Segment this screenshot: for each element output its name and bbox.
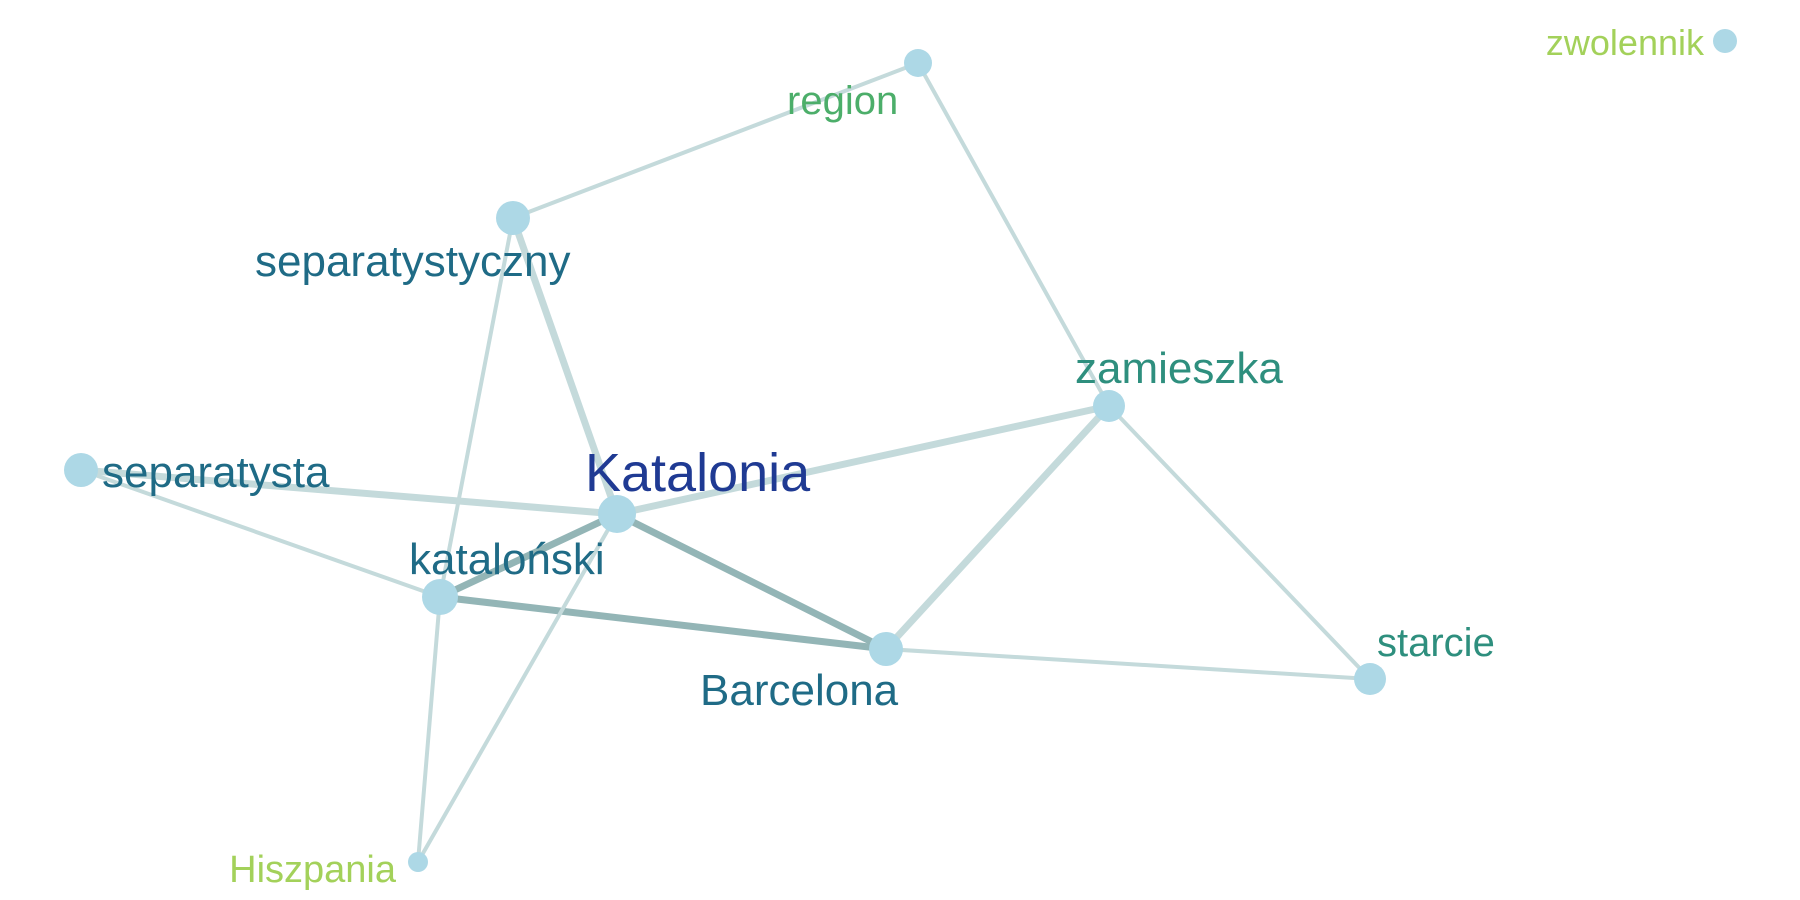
edge-region-zamieszka (916, 61, 1111, 408)
node-label-separatystyczny: separatystyczny (255, 237, 570, 286)
edge-zamieszka-starcie (1107, 404, 1372, 681)
node-separatysta[interactable] (64, 453, 98, 487)
node-zamieszka[interactable] (1093, 390, 1125, 422)
node-separatystyczny[interactable] (496, 201, 530, 235)
labels-layer: Katalonia kataloński separatystyczny separa… (102, 22, 1705, 891)
nodes-layer (64, 29, 1737, 872)
edge-barcelona-starcie (884, 647, 1372, 681)
edge-katalonia-katalonski (436, 510, 621, 601)
node-region[interactable] (904, 49, 932, 77)
node-label-region: region (787, 79, 898, 123)
edge-katalonski-barcelona (436, 593, 890, 653)
node-label-starcie: starcie (1377, 621, 1495, 665)
node-label-hiszpania: Hiszpania (229, 849, 397, 891)
node-label-zwolennik: zwolennik (1546, 22, 1705, 63)
edge-katalonia-separatystyczny (509, 214, 621, 518)
node-label-barcelona: Barcelona (700, 666, 899, 715)
node-label-zamieszka: zamieszka (1075, 344, 1283, 393)
node-label-katalonia: Katalonia (585, 443, 811, 503)
node-katalonia[interactable] (598, 495, 636, 533)
edge-katalonski-separatysta (79, 468, 442, 599)
edge-katalonia-separatysta (77, 466, 621, 518)
node-hiszpania[interactable] (408, 852, 428, 872)
node-starcie[interactable] (1354, 663, 1386, 695)
edge-katalonski-separatystyczny (438, 216, 515, 599)
edge-zamieszka-barcelona (882, 402, 1113, 653)
edge-katalonski-hiszpania (416, 595, 442, 864)
node-katalonski[interactable] (422, 579, 458, 615)
edge-separatystyczny-region (511, 61, 920, 220)
edge-katalonia-zamieszka (613, 402, 1113, 518)
edges-layer (77, 61, 1372, 864)
node-label-katalonski: kataloński (409, 535, 605, 584)
node-zwolennik[interactable] (1713, 29, 1737, 53)
node-label-separatysta: separatysta (102, 448, 330, 497)
node-barcelona[interactable] (869, 632, 903, 666)
edge-katalonia-barcelona (613, 510, 890, 653)
edge-katalonia-hiszpania (416, 512, 619, 864)
